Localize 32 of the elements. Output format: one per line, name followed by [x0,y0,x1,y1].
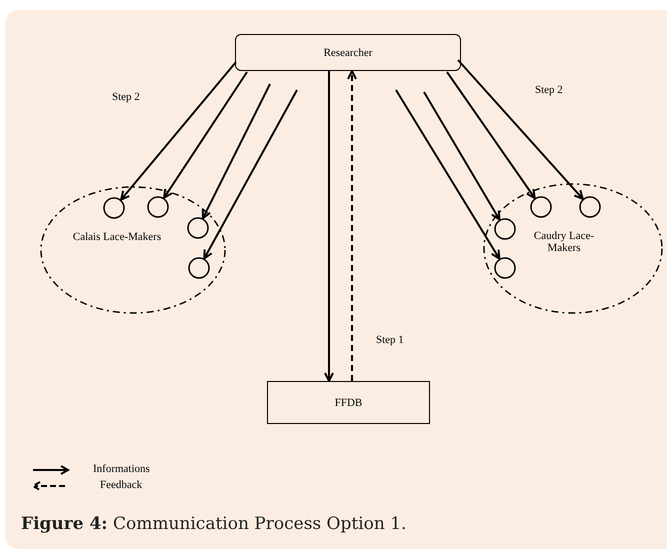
figure-caption: Figure 4: Communication Process Option 1. [21,514,406,534]
step-label: Step 2 [535,84,563,96]
member-circle [188,257,210,279]
member-circle [103,197,125,219]
researcher-box [235,34,461,71]
arrow [446,71,536,199]
arrow [203,90,298,260]
arrow [457,59,584,200]
arrow [163,71,248,199]
legend-label: Informations [93,463,150,475]
member-circle [187,217,209,239]
arrow [202,84,271,220]
node-label: Calais Lace-Makers [72,231,162,243]
arrow [423,91,500,220]
member-circle [147,196,169,218]
process-box [267,381,430,424]
member-circle [494,218,516,240]
group-ellipse [483,183,663,314]
legend-label: Feedback [100,479,142,491]
step-label: Step 2 [112,91,140,103]
node-label: Researcher [322,46,374,58]
member-circle [579,196,601,218]
arrow [347,70,357,381]
group-ellipse [40,186,226,314]
member-circle [494,257,516,279]
member-circle [530,196,552,218]
arrow [120,61,237,201]
arrow [395,89,500,260]
node-label: FFDB [334,396,364,408]
node-label: Caudry Lace-Makers [532,230,596,254]
arrow [324,71,334,382]
step-label: Step 1 [376,334,404,346]
